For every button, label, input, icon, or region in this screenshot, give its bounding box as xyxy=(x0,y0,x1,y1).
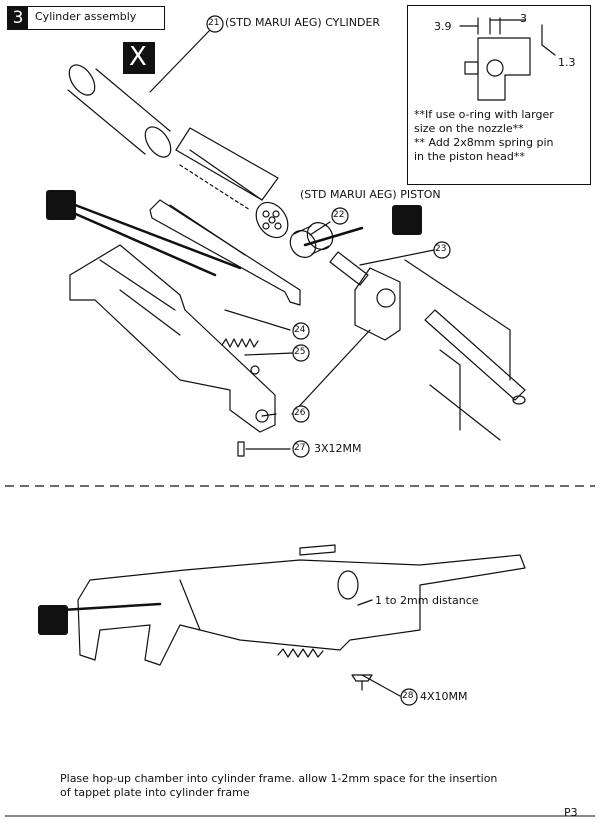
step-number: 3 xyxy=(8,7,28,29)
part-27-number: 27 xyxy=(294,443,306,453)
inset-dimension-a: 3.9 xyxy=(434,20,452,33)
part-24-number: 24 xyxy=(294,325,306,335)
not-included-x-badge: X xyxy=(123,42,155,74)
part-22-number: 22 xyxy=(333,210,345,220)
part-26-number: 26 xyxy=(294,408,306,418)
leader-lines xyxy=(149,29,435,697)
part-21-label: (STD MARUI AEG) CYLINDER xyxy=(225,16,381,29)
part-28-number: 28 xyxy=(402,691,414,701)
page-number: P3 xyxy=(564,806,578,819)
inset-dimension-c: 1.3 xyxy=(558,56,576,69)
piston-head-drawing xyxy=(289,222,334,258)
inset-piston-head-drawing xyxy=(459,17,556,101)
piston-head-detail-inset xyxy=(407,5,591,185)
piston-label: (STD MARUI AEG) PISTON xyxy=(300,188,441,201)
cylinder-drawing xyxy=(175,127,289,239)
part-21-number: 21 xyxy=(208,18,220,28)
outer-tube-drawing xyxy=(67,64,172,158)
lubrication-lines xyxy=(60,198,364,612)
spring-drawing xyxy=(221,338,260,375)
inset-note-line: **If use o-ring with larger xyxy=(414,108,554,121)
instruction-line: of tappet plate into cylinder frame xyxy=(60,786,250,799)
instruction-line: Plase hop-up chamber into cylinder frame… xyxy=(60,772,498,785)
inset-note-line: size on the nozzle** xyxy=(414,122,524,135)
part-23-number: 23 xyxy=(435,244,447,254)
inset-note-line: in the piston head** xyxy=(414,150,525,163)
assembled-view-drawing xyxy=(77,544,526,691)
step-title: Cylinder assembly xyxy=(35,10,137,23)
distance-note: 1 to 2mm distance xyxy=(375,594,479,607)
lubricant-badge-icon xyxy=(392,205,422,235)
part-27-size: 3X12MM xyxy=(314,442,362,455)
step-header: 3 Cylinder assembly xyxy=(7,6,165,30)
screw-27-drawing xyxy=(237,441,245,457)
cylinder-frame-drawing xyxy=(69,244,276,433)
lubricant-badge-icon xyxy=(38,605,68,635)
part-25-number: 25 xyxy=(294,347,306,357)
receiver-frame-outline xyxy=(404,259,511,441)
part-28-size: 4X10MM xyxy=(420,690,468,703)
lubricant-badge-icon xyxy=(46,190,76,220)
hop-up-chamber-drawing xyxy=(354,267,526,405)
tappet-plate-drawing xyxy=(149,199,301,306)
inset-dimension-b: 3 xyxy=(520,12,527,25)
inset-note-line: ** Add 2x8mm spring pin xyxy=(414,136,554,149)
nozzle-drawing xyxy=(329,251,369,286)
part-number-circles xyxy=(206,15,451,706)
